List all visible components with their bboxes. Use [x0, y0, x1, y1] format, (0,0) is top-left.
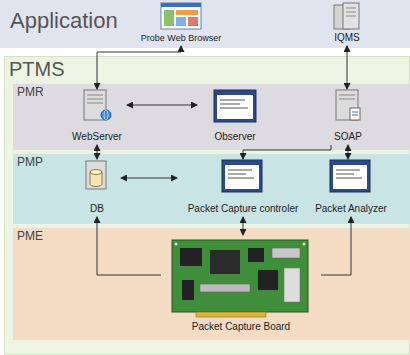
node-label: SOAP	[334, 131, 362, 143]
server-icon	[334, 3, 359, 29]
application-band: ApplicationProbe Web Browser IQMS	[0, 0, 410, 48]
node-label: Packet Capture Board	[192, 321, 290, 333]
server-icon	[336, 90, 360, 120]
node-label: Packet Capture controler	[188, 203, 299, 215]
band-label: PMR	[17, 86, 407, 100]
node-label: DB	[90, 203, 104, 215]
connector-arrow	[347, 46, 348, 89]
connector-arrow	[121, 178, 177, 179]
band-label: PMP	[17, 156, 407, 170]
node-label: Packet Analyzer	[315, 203, 387, 215]
window-icon	[214, 90, 256, 122]
node-label: Observer	[214, 131, 255, 143]
node-label: WebServer	[72, 131, 122, 143]
connector-arrow	[97, 217, 161, 275]
band-label: PTMS	[9, 58, 405, 81]
connector-arrow	[348, 145, 349, 159]
node-label: IQMS	[334, 32, 360, 44]
browser-icon	[161, 3, 201, 29]
band-label: Application	[10, 8, 400, 33]
connector-arrow	[243, 145, 331, 159]
server-icon	[84, 90, 111, 120]
window-icon	[330, 160, 370, 192]
band-label: PME	[17, 230, 407, 244]
connector-arrow	[127, 105, 197, 106]
database-icon	[86, 161, 106, 189]
connector-arrow	[97, 46, 181, 89]
connector-arrow	[321, 217, 351, 275]
connector-arrow	[243, 217, 244, 235]
window-icon	[222, 160, 262, 192]
node-label: Probe Web Browser	[141, 33, 221, 43]
board-illustration	[172, 240, 308, 317]
connector-arrow	[97, 145, 98, 159]
